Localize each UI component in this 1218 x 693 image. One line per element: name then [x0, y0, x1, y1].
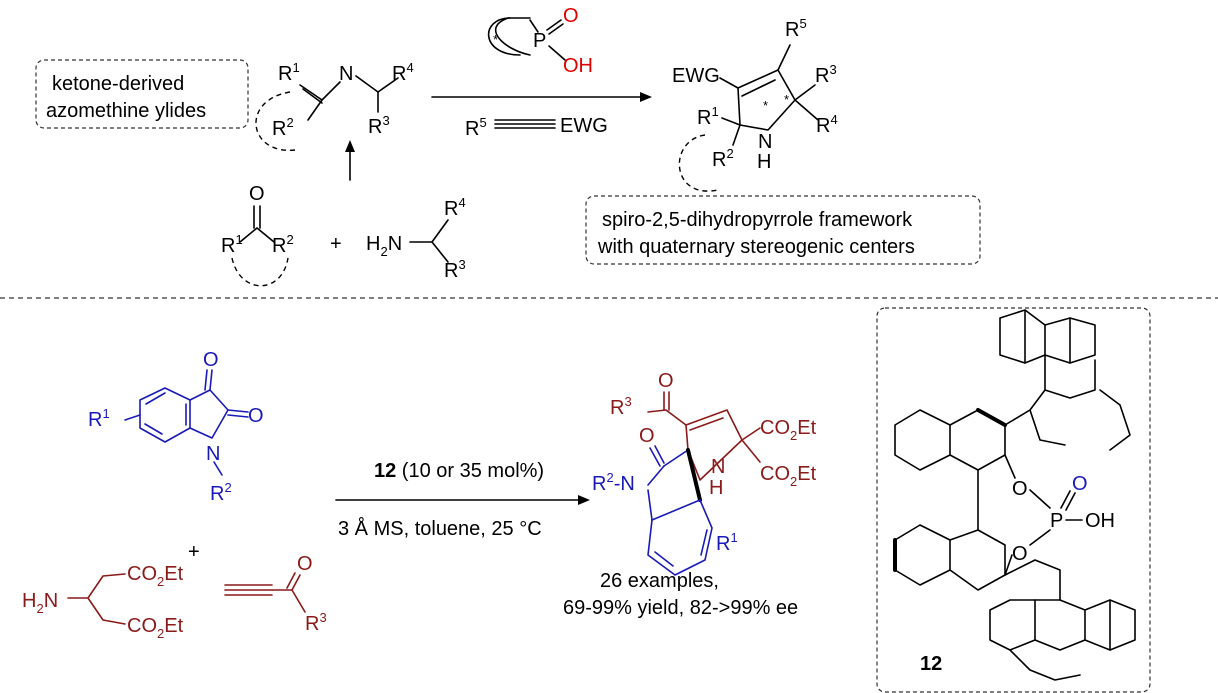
svg-text:R4: R4	[816, 112, 838, 137]
svg-text:P: P	[1050, 510, 1063, 532]
svg-text:H2N: H2N	[366, 233, 402, 259]
svg-text:O: O	[658, 370, 674, 392]
conditions-line1: 12 (10 or 35 mol%)	[374, 460, 544, 482]
svg-text:R2: R2	[272, 232, 294, 257]
svg-text:O: O	[1012, 543, 1028, 565]
framework-label-line1: spiro-2,5-dihydropyrrole framework	[602, 209, 913, 231]
svg-text:CO2Et: CO2Et	[760, 463, 817, 489]
svg-text:N: N	[758, 131, 772, 153]
results-line2: 69-99% yield, 82->99% ee	[563, 597, 798, 619]
top-product-pyrroline: EWG R5 R3 R4 N H * * R1 R2	[672, 16, 838, 192]
catalyst-star: *	[493, 32, 498, 47]
svg-text:R1: R1	[88, 406, 110, 431]
svg-text:O: O	[249, 183, 265, 205]
ylide-label-line2: azomethine ylides	[46, 100, 206, 122]
svg-text:*: *	[784, 92, 789, 107]
svg-text:R3: R3	[444, 257, 466, 282]
conditions-line2: 3 Å MS, toluene, 25 °C	[338, 517, 542, 540]
svg-text:N: N	[711, 456, 725, 478]
isatin-reagent: O O N R2 R1	[88, 349, 264, 505]
svg-text:CO2Et: CO2Et	[127, 615, 184, 641]
svg-text:R5: R5	[465, 115, 487, 140]
plus-top: +	[330, 233, 342, 255]
alkyne-ewg: EWG	[560, 115, 608, 137]
catalyst-O: O	[563, 5, 579, 27]
svg-text:R3: R3	[305, 610, 327, 635]
aminomalonate-reagent: H2N CO2Et CO2Et	[22, 563, 184, 641]
vertical-arrow-head	[345, 140, 355, 152]
framework-label-box	[585, 195, 981, 265]
svg-text:R1: R1	[697, 104, 719, 129]
imine-structure: R1 R2 N R4 R3	[255, 60, 414, 151]
svg-text:O: O	[1072, 473, 1088, 495]
ylide-label-box	[35, 59, 249, 129]
svg-text:H2N: H2N	[22, 590, 58, 616]
svg-text:O: O	[297, 553, 313, 575]
svg-text:R3: R3	[610, 394, 632, 419]
svg-text:N: N	[206, 443, 220, 465]
svg-text:R3: R3	[815, 62, 837, 87]
framework-label-line2: with quaternary stereogenic centers	[597, 236, 915, 258]
svg-text:OH: OH	[1085, 510, 1115, 532]
svg-text:R2: R2	[210, 480, 232, 505]
top-arrow-head	[640, 92, 652, 102]
svg-text:R3: R3	[368, 113, 390, 138]
amine-reagent: H2N R4 R3	[366, 195, 466, 282]
catalyst-OH: OH	[563, 55, 593, 77]
svg-text:R5: R5	[785, 16, 807, 41]
catalyst-12-label: 12	[920, 653, 942, 675]
svg-text:H: H	[709, 477, 723, 499]
svg-text:N: N	[339, 63, 353, 85]
svg-text:O: O	[203, 349, 219, 371]
svg-text:R2: R2	[272, 115, 294, 140]
catalyst-P: P	[533, 30, 546, 52]
svg-text:R1: R1	[278, 60, 300, 85]
catalyst-12-box	[876, 307, 1151, 693]
svg-text:R4: R4	[392, 60, 414, 85]
svg-text:R1: R1	[716, 530, 738, 555]
svg-text:*: *	[763, 98, 768, 113]
svg-text:O: O	[639, 425, 655, 447]
ylide-label-line1: ketone-derived	[52, 73, 184, 95]
plus-bottom: +	[188, 541, 200, 563]
svg-text:CO2Et: CO2Et	[760, 417, 817, 443]
results-line1: 26 examples,	[600, 570, 719, 592]
svg-text:R2: R2	[712, 146, 734, 171]
spiro-product: O R3 CO2Et CO2Et N H O R2-N R1	[592, 370, 817, 576]
bottom-arrow-head	[578, 495, 590, 505]
ketone-reagent: O R1 R2	[221, 183, 294, 287]
svg-text:H: H	[757, 151, 771, 173]
svg-text:O: O	[248, 405, 264, 427]
generic-catalyst: * P O OH	[487, 5, 593, 77]
svg-text:R4: R4	[444, 195, 466, 220]
svg-text:O: O	[1012, 478, 1028, 500]
ynone-reagent: O R3	[224, 553, 327, 635]
svg-text:CO2Et: CO2Et	[127, 563, 184, 589]
product-ewg: EWG	[672, 65, 720, 87]
svg-text:R1: R1	[221, 232, 243, 257]
catalyst-12-structure: O P O OH O	[893, 309, 1136, 681]
svg-text:R2-N: R2-N	[592, 470, 635, 495]
alkyne-reagent: R5 EWG	[465, 115, 608, 140]
